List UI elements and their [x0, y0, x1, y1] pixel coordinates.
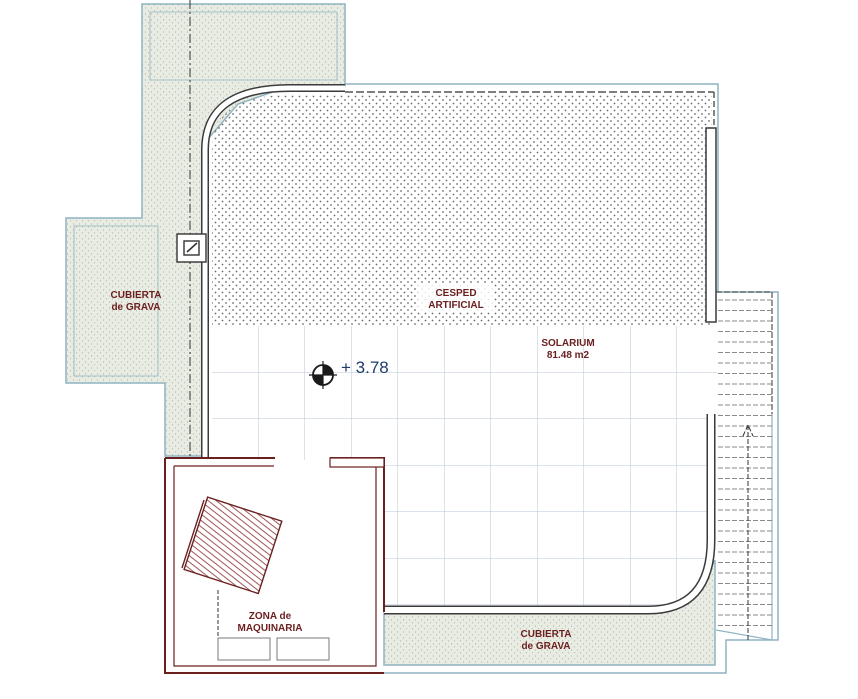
gravel-left-label-2: de GRAVA: [111, 302, 160, 313]
artificial-grass-area: [212, 95, 712, 326]
terrace-boundary: [345, 83, 779, 674]
solarium-area: 81.48 m2: [547, 350, 590, 361]
level-marker-icon: [309, 361, 337, 389]
machinery-zone: [164, 457, 385, 674]
terrace-walls: [201, 84, 717, 615]
grass-label-1: CESPED: [435, 288, 476, 299]
machinery-label-1: ZONA de: [249, 611, 292, 622]
solarium-floor: [212, 326, 717, 606]
stairs-arrow-icon: [742, 423, 754, 640]
machine-unit: [183, 496, 283, 595]
drain-icon: [176, 233, 207, 263]
level-label: + 3.78: [341, 358, 389, 377]
solarium-label: SOLARIUM: [541, 338, 594, 349]
gravel-left-label-1: CUBIERTA: [111, 290, 162, 301]
gravel-bottom-label-1: CUBIERTA: [521, 629, 572, 640]
stairs: [715, 291, 773, 641]
machine-base-2: [276, 637, 330, 661]
machinery-label-2: MAQUINARIA: [238, 623, 303, 634]
gravel-bottom-label-2: de GRAVA: [521, 641, 570, 652]
machine-base-1: [217, 637, 271, 661]
grass-label-2: ARTIFICIAL: [428, 300, 484, 311]
